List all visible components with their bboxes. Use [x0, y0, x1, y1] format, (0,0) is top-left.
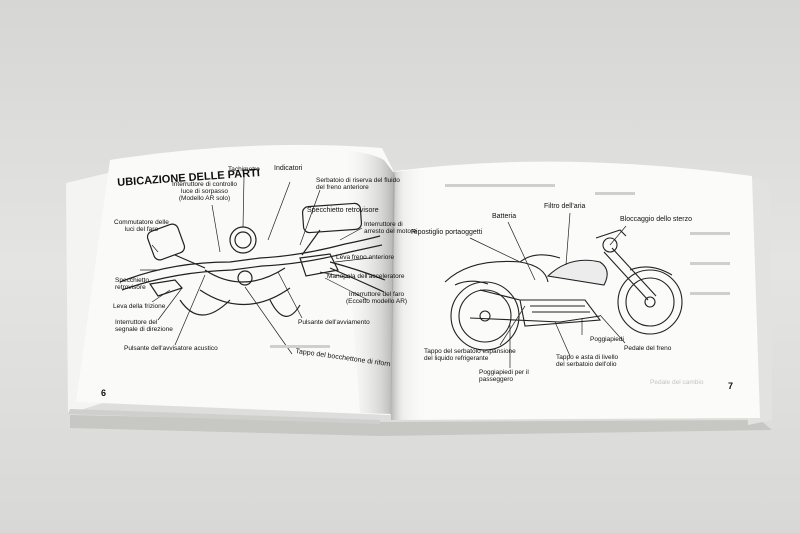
label-bloccaggio-sterzo: Bloccaggio dello sterzo: [620, 216, 692, 223]
ghost-text-lines: [270, 184, 730, 348]
left-page-stack: [68, 409, 380, 424]
label-filtro-aria: Filtro dell'aria: [544, 203, 586, 210]
page-number-left: 6: [101, 388, 107, 398]
label-batteria: Batteria: [492, 213, 517, 220]
label-tachimetro: Tachimetro: [228, 166, 260, 173]
right-page: [391, 161, 760, 421]
label-pedale-freno: Pedale del freno: [624, 345, 672, 352]
label-interruttore-faro: Interruttore del faro (Eccetto modello A…: [346, 291, 408, 305]
label-pulsante-avviamento: Pulsante dell'avviamento: [298, 319, 370, 326]
label-ripostiglio: Ripostiglio portaoggetti: [411, 229, 483, 236]
ghost-text-pedale-cambio: Pedale del cambio: [650, 379, 704, 386]
label-indicatori: Indicatori: [274, 165, 303, 172]
label-commutatore-luci: Commutatore delle luci del faro: [114, 219, 169, 233]
handlebar-illustration: [119, 202, 386, 317]
label-poggiapiedi-passeggero: Poggiapiedi per il passeggero: [479, 369, 529, 383]
label-poggiapiedi: Poggiapiedi: [590, 336, 624, 343]
label-tappo-serbatoio-espansione: Tappo del serbatoio espansione del liqui…: [424, 348, 516, 362]
label-interruttore-controllo: Interruttore di controllo luce di sorpas…: [172, 181, 238, 202]
label-leva-frizione: Leva della frizione: [113, 303, 166, 310]
right-gutter-shadow: [391, 168, 430, 420]
label-interruttore-arresto: Interruttore di arresto del motore: [364, 221, 417, 235]
label-pulsante-avvisatore: Pulsante dell'avvisatore acustico: [124, 345, 218, 352]
label-specchietto-destro: Specchietto retrovisore: [307, 207, 379, 214]
label-interruttore-segnale: Interruttore del segnale di direzione: [115, 319, 173, 333]
page-number-right: 7: [728, 381, 734, 391]
label-manopola: Manopola dell'acceleratore: [327, 273, 405, 280]
label-specchietto-sinistro: Specchietto retrovisore: [115, 277, 149, 291]
label-leva-freno: Leva freno anteriore: [336, 254, 395, 261]
label-tappo-asta-olio: Tappo e asta di livello del serbatoio de…: [556, 354, 619, 368]
left-leader-lines: [140, 176, 371, 355]
left-gutter-shadow: [340, 150, 396, 414]
right-leader-lines: [469, 212, 627, 368]
label-serbatoio-riserva: Serbatoio di riserva del fluido del fren…: [316, 177, 400, 191]
book-shadow: [70, 415, 772, 436]
motorcycle-illustration: [444, 229, 683, 351]
